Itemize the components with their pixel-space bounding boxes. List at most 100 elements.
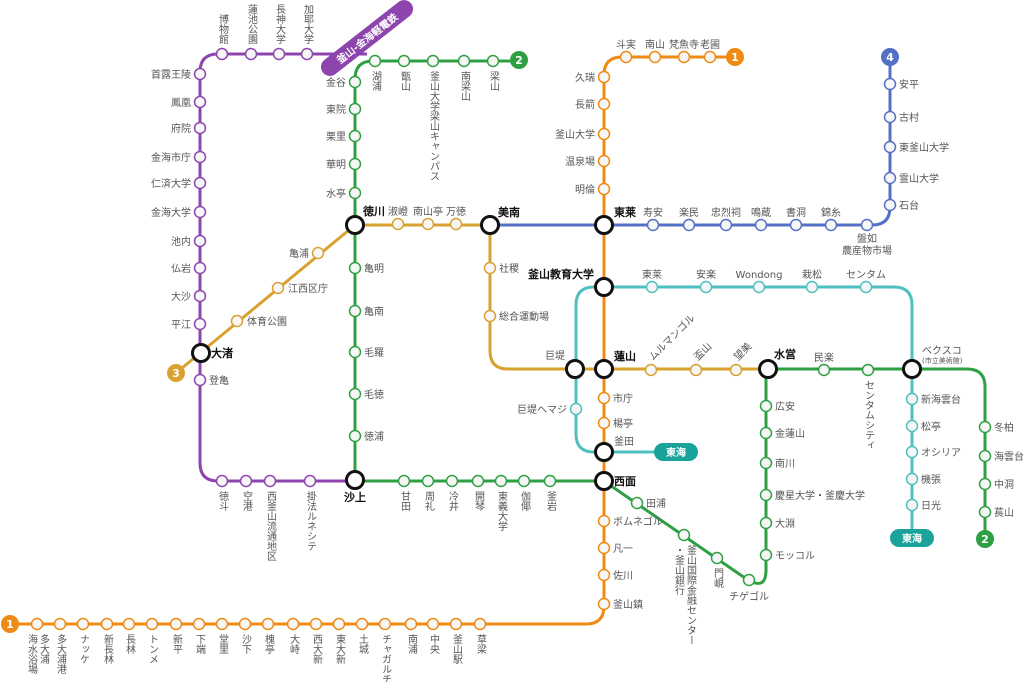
station-marker[interactable] <box>597 127 611 141</box>
station-marker[interactable] <box>193 121 207 135</box>
station-marker[interactable] <box>483 261 497 275</box>
station-marker[interactable] <box>457 54 471 68</box>
station-marker[interactable] <box>699 280 713 294</box>
station-marker[interactable] <box>648 50 662 64</box>
station-marker[interactable] <box>348 429 362 443</box>
station-marker[interactable] <box>348 345 362 359</box>
station-marker[interactable] <box>703 50 717 64</box>
station-marker[interactable] <box>644 363 658 377</box>
station-marker[interactable] <box>230 314 244 328</box>
station-marker[interactable] <box>348 186 362 200</box>
station-marker[interactable] <box>368 54 382 68</box>
station-marker[interactable] <box>805 280 819 294</box>
station-marker[interactable] <box>754 218 768 232</box>
station-marker[interactable] <box>905 498 919 512</box>
station-marker[interactable] <box>348 387 362 401</box>
station-marker[interactable] <box>239 474 253 488</box>
interchange-marker[interactable] <box>902 359 922 379</box>
interchange-marker[interactable] <box>191 343 211 363</box>
station-marker[interactable] <box>677 528 691 542</box>
station-marker[interactable] <box>193 95 207 109</box>
station-marker[interactable] <box>859 280 873 294</box>
station-marker[interactable] <box>145 617 159 631</box>
station-marker[interactable] <box>449 617 463 631</box>
station-marker[interactable] <box>817 363 831 377</box>
station-marker[interactable] <box>473 617 487 631</box>
station-marker[interactable] <box>122 617 136 631</box>
station-marker[interactable] <box>978 505 992 519</box>
station-marker[interactable] <box>682 218 696 232</box>
interchange-marker[interactable] <box>758 359 778 379</box>
station-marker[interactable] <box>861 363 875 377</box>
station-marker[interactable] <box>193 205 207 219</box>
station-marker[interactable] <box>348 102 362 116</box>
station-marker[interactable] <box>286 617 300 631</box>
station-marker[interactable] <box>677 50 691 64</box>
station-marker[interactable] <box>449 217 463 231</box>
station-marker[interactable] <box>630 496 644 510</box>
station-marker[interactable] <box>391 217 405 231</box>
station-marker[interactable] <box>597 514 611 528</box>
station-marker[interactable] <box>193 150 207 164</box>
station-marker[interactable] <box>483 309 497 323</box>
station-marker[interactable] <box>261 617 275 631</box>
station-marker[interactable] <box>619 50 633 64</box>
station-marker[interactable] <box>597 154 611 168</box>
station-marker[interactable] <box>53 617 67 631</box>
station-marker[interactable] <box>905 392 919 406</box>
station-marker[interactable] <box>238 617 252 631</box>
station-marker[interactable] <box>978 477 992 491</box>
station-marker[interactable] <box>397 54 411 68</box>
station-marker[interactable] <box>597 541 611 555</box>
interchange-marker[interactable] <box>594 215 614 235</box>
station-marker[interactable] <box>597 597 611 611</box>
station-marker[interactable] <box>426 617 440 631</box>
station-marker[interactable] <box>759 516 773 530</box>
station-marker[interactable] <box>883 77 897 91</box>
station-marker[interactable] <box>271 281 285 295</box>
station-marker[interactable] <box>759 488 773 502</box>
station-marker[interactable] <box>355 617 369 631</box>
station-marker[interactable] <box>421 217 435 231</box>
station-marker[interactable] <box>759 399 773 413</box>
station-marker[interactable] <box>215 474 229 488</box>
station-marker[interactable] <box>169 617 183 631</box>
station-marker[interactable] <box>752 280 766 294</box>
station-marker[interactable] <box>76 617 90 631</box>
station-marker[interactable] <box>300 47 314 61</box>
station-marker[interactable] <box>348 75 362 89</box>
station-marker[interactable] <box>193 67 207 81</box>
interchange-marker[interactable] <box>594 442 614 462</box>
interchange-marker[interactable] <box>345 470 365 490</box>
station-marker[interactable] <box>645 280 659 294</box>
station-marker[interactable] <box>309 617 323 631</box>
station-marker[interactable] <box>978 420 992 434</box>
station-marker[interactable] <box>597 391 611 405</box>
station-marker[interactable] <box>646 218 660 232</box>
station-marker[interactable] <box>193 261 207 275</box>
station-marker[interactable] <box>192 617 206 631</box>
station-marker[interactable] <box>597 416 611 430</box>
station-marker[interactable] <box>311 246 325 260</box>
station-marker[interactable] <box>348 129 362 143</box>
station-marker[interactable] <box>30 617 44 631</box>
station-marker[interactable] <box>860 218 874 232</box>
station-marker[interactable] <box>263 474 277 488</box>
station-marker[interactable] <box>759 456 773 470</box>
station-marker[interactable] <box>883 110 897 124</box>
station-marker[interactable] <box>597 182 611 196</box>
station-marker[interactable] <box>905 472 919 486</box>
station-marker[interactable] <box>404 617 418 631</box>
interchange-marker[interactable] <box>480 215 500 235</box>
station-marker[interactable] <box>824 218 838 232</box>
station-marker[interactable] <box>789 218 803 232</box>
station-marker[interactable] <box>759 548 773 562</box>
station-marker[interactable] <box>597 568 611 582</box>
station-marker[interactable] <box>193 317 207 331</box>
station-marker[interactable] <box>597 97 611 111</box>
station-marker[interactable] <box>421 474 435 488</box>
station-marker[interactable] <box>272 47 286 61</box>
station-marker[interactable] <box>445 474 459 488</box>
interchange-marker[interactable] <box>594 359 614 379</box>
station-marker[interactable] <box>244 47 258 61</box>
